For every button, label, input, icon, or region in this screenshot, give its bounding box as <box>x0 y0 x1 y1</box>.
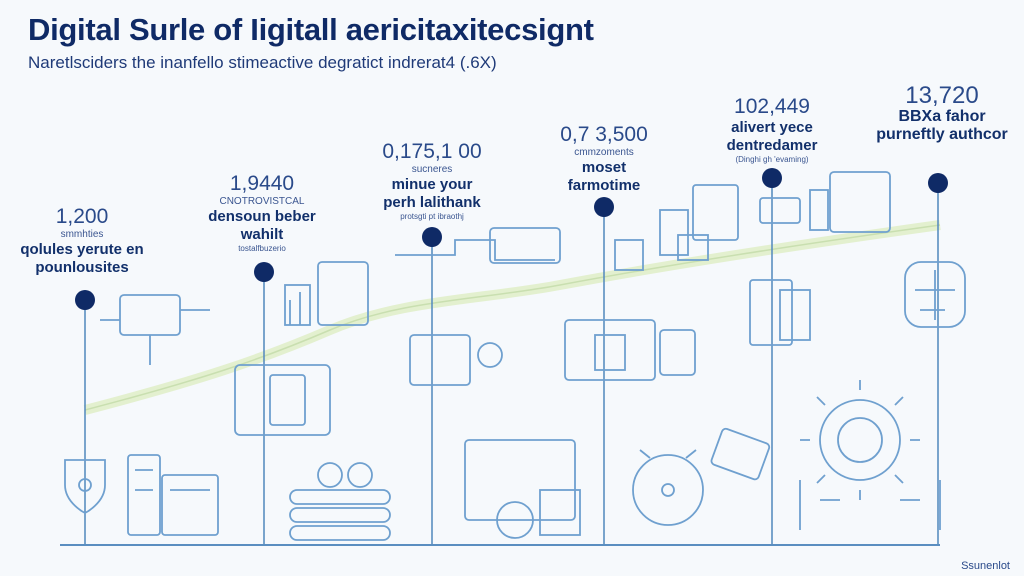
page-subtitle: Naretlsciders the inanfello stimeactive … <box>28 53 497 72</box>
gear-sun-icon <box>800 380 920 500</box>
milestone-value: 102,449 <box>734 95 810 118</box>
page-title: Digital Surle of Iigitall aericitaxitecs… <box>28 12 594 47</box>
milestone-heading: densoun beber wahilt <box>208 208 316 243</box>
window-icon <box>759 171 891 233</box>
milestone-2: 1,9440 CNOTROVISTCAL densoun beber wahil… <box>162 172 362 254</box>
milestone-value: 13,720 <box>905 82 979 109</box>
milestone-dot <box>254 262 274 282</box>
documents-icon <box>614 184 739 271</box>
milestone-dot <box>928 173 948 193</box>
milestone-note: tostalfbuzerio <box>238 244 286 253</box>
book-icon <box>409 334 503 386</box>
building-chart-icon <box>284 261 369 326</box>
milestone-note: protsgti pt ibraothj <box>400 212 464 221</box>
monitor-icon <box>464 439 581 539</box>
milestone-3: 0,175,1 00 sucneres minue your perh lali… <box>332 140 532 222</box>
milestone-value: 0,175,1 00 <box>382 140 482 163</box>
milestone-4: 0,7 3,500 cmmzoments moset farmotime <box>504 123 704 195</box>
milestone-caption: sucneres <box>411 164 453 175</box>
milestone-6: 13,720 BBXa fahor purneftly authcor <box>842 84 1024 144</box>
circuit-icon <box>100 294 210 365</box>
milestone-heading: minue your perh lalithank <box>383 176 481 211</box>
stands-icon <box>799 480 941 530</box>
milestone-value: 0,7 3,500 <box>560 123 648 146</box>
server-rack-icon <box>127 454 219 536</box>
milestone-dot <box>422 227 442 247</box>
milestone-value: 1,200 <box>55 205 109 228</box>
milestone-heading: qolules yerute en pounlousites <box>20 241 144 276</box>
envelope-icon <box>710 427 771 481</box>
milestone-heading: BBXa fahor purneftly authcor <box>876 108 1008 143</box>
milestone-heading: moset farmotime <box>567 159 641 194</box>
tablet-doc-icon <box>749 279 811 346</box>
shield-icon <box>64 459 106 515</box>
network-pipes-icon <box>395 227 561 264</box>
document-gauge-icon <box>234 364 331 436</box>
footer-credit: Ssunenlot <box>961 560 1010 572</box>
brain-circuit-icon <box>904 261 966 328</box>
milestone-caption: smmhties <box>60 229 104 240</box>
database-stack-icon <box>289 462 391 541</box>
milestone-1: 1,200 smmhties qolules yerute en pounlou… <box>0 205 182 277</box>
milestone-5: 102,449 alivert yece dentredamer (Dinghi… <box>672 95 872 165</box>
milestone-note: (Dinghi gh 'evaming) <box>735 155 809 164</box>
milestone-value: 1,9440 <box>229 172 295 195</box>
folder-grid-icon <box>564 319 696 381</box>
milestone-dot <box>762 168 782 188</box>
milestone-heading: alivert yece dentredamer <box>726 119 818 154</box>
clock-icon <box>632 449 704 526</box>
milestone-dot <box>75 290 95 310</box>
milestone-caption: CNOTROVISTCAL <box>219 196 305 207</box>
milestone-dot <box>594 197 614 217</box>
milestone-caption: cmmzoments <box>574 147 634 158</box>
